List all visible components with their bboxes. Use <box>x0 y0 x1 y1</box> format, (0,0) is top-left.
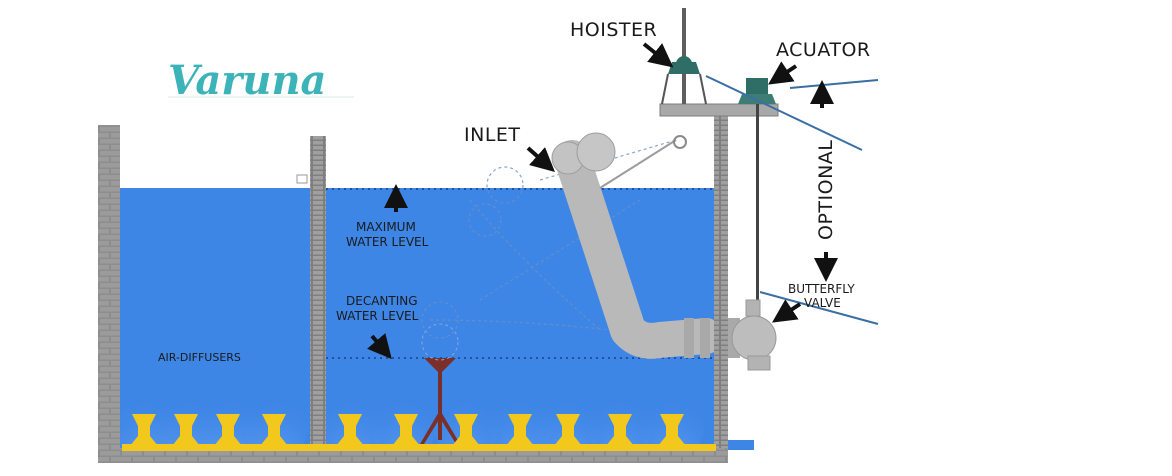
hoister-label: HOISTER <box>570 19 657 41</box>
air-diffusers-label: AIR-DIFFUSERS <box>158 351 241 364</box>
diffuser <box>260 414 288 446</box>
diffuser <box>554 414 582 446</box>
max-level-label-line1: MAXIMUM <box>356 220 416 234</box>
butterfly-arrow <box>772 299 802 323</box>
decanter-ghost-paths <box>421 139 677 339</box>
hoister-assembly <box>599 8 779 189</box>
decant-level-arrow <box>367 333 392 360</box>
platform <box>659 103 779 117</box>
diffuser <box>392 414 420 446</box>
diffuser <box>658 414 686 446</box>
actuator-arrow <box>768 61 798 85</box>
connecting-rod <box>599 139 677 189</box>
left-wall <box>98 125 120 463</box>
butterfly-valve-label-line2: VALVE <box>804 296 841 310</box>
yellow-header <box>122 444 716 451</box>
diffuser <box>336 414 364 446</box>
inlet-arrow <box>526 146 555 172</box>
actuator-label: ACUATOR <box>776 39 871 61</box>
valve-stem <box>756 104 759 308</box>
actuator-assembly <box>738 78 776 308</box>
right-wall <box>714 110 728 462</box>
varuna-logo: Varuna <box>168 57 354 104</box>
svg-text:Varuna: Varuna <box>168 57 326 104</box>
actuator-box <box>746 78 768 94</box>
diffuser <box>130 414 158 446</box>
tank-floor <box>98 448 728 463</box>
diffuser <box>452 414 480 446</box>
inlet-label: INLET <box>464 124 521 146</box>
air-diffusers <box>130 414 686 446</box>
butterfly-valve <box>728 299 777 371</box>
diffuser <box>606 414 634 446</box>
decant-level-label-line2: WATER LEVEL <box>336 309 419 323</box>
decant-level-label-line1: DECANTING <box>346 294 418 308</box>
optional-label: OPTIONAL <box>815 140 837 240</box>
annotation-arrows <box>367 42 838 360</box>
max-level-label-line2: WATER LEVEL <box>346 235 429 249</box>
diffuser <box>172 414 200 446</box>
diffuser <box>506 414 534 446</box>
inlet-pipe <box>551 132 724 359</box>
optional-indicator-lines <box>705 75 879 325</box>
wall-cap <box>296 174 308 184</box>
butterfly-valve-label-line1: BUTTERFLY <box>788 282 855 296</box>
decanter-stand <box>420 323 460 444</box>
middle-wall <box>310 136 326 446</box>
diffuser <box>214 414 242 446</box>
tank-walls <box>98 110 728 463</box>
water-outlet-channel <box>728 440 754 450</box>
hoister-arrow <box>642 42 674 68</box>
